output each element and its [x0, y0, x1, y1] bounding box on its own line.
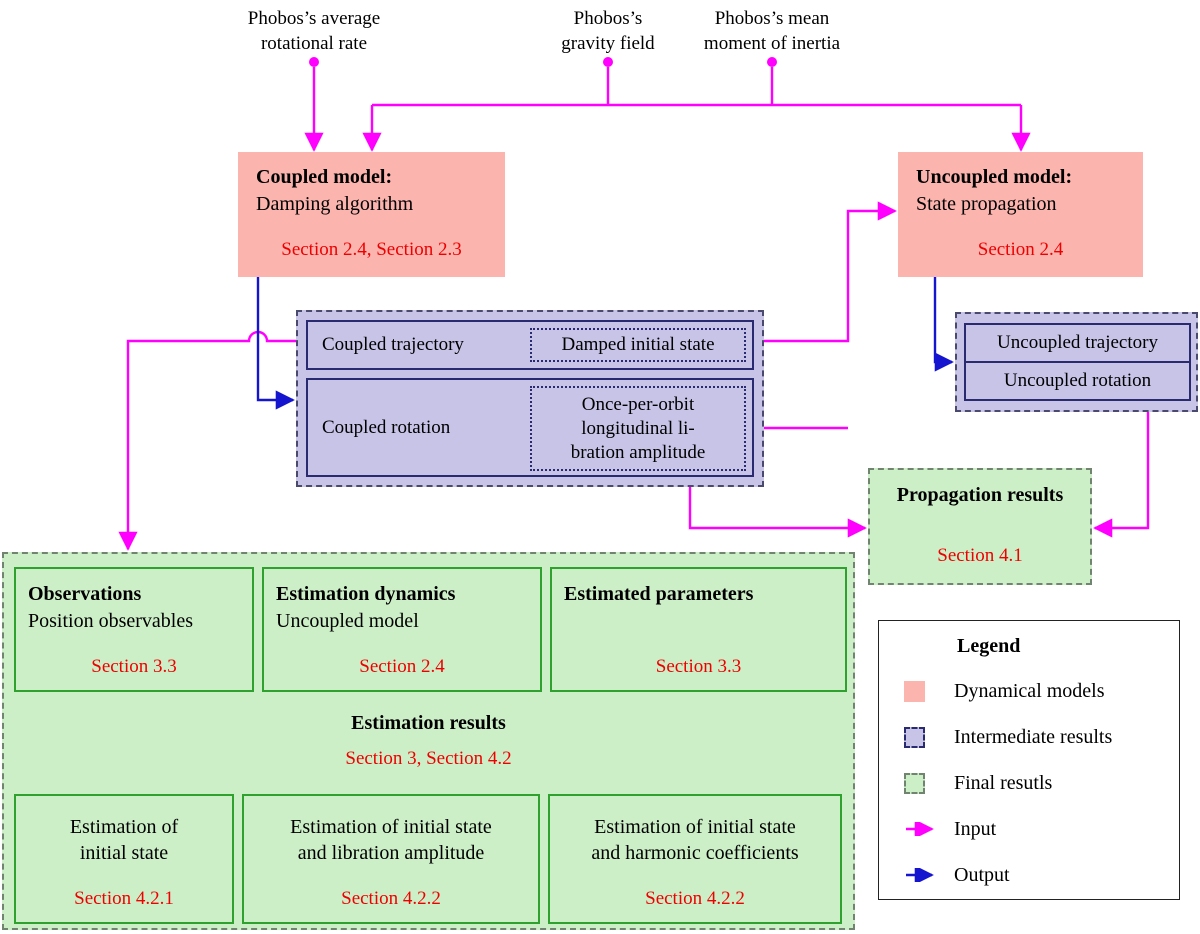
observations-title: Observations — [28, 583, 142, 605]
estimated-parameters-box: Estimated parameters Section 3.3 — [550, 567, 847, 692]
estimation-libration-section: Section 4.2.2 — [341, 888, 441, 909]
legend-item-intermediate-results: Intermediate results — [904, 725, 1112, 749]
coupled-trajectory-label: Coupled trajectory — [322, 334, 464, 355]
estimation-box: Observations Position observables Sectio… — [2, 552, 855, 930]
estimation-dynamics-box: Estimation dynamics Uncoupled model Sect… — [262, 567, 542, 692]
uncoupled-model-box: Uncoupled model: State propagation Secti… — [898, 152, 1143, 277]
output-arrow-icon — [906, 868, 934, 882]
input-dot-rotational-rate — [309, 57, 319, 67]
coupled-model-sections: Section 2.4, Section 2.3 — [281, 239, 462, 260]
legend-item-final-results: Final resutls — [904, 771, 1052, 795]
legend-label: Dynamical models — [954, 679, 1105, 702]
estimation-dynamics-title: Estimation dynamics — [276, 583, 456, 605]
propagation-results-section: Section 4.1 — [937, 545, 1023, 566]
coupled-model-box: Coupled model: Damping algorithm Section… — [238, 152, 505, 277]
legend-box: Legend Dynamical models Intermediate res… — [878, 620, 1180, 900]
label-gravity-field: Phobos’s gravity field — [561, 8, 655, 54]
estimation-harmonic-label: Estimation of initial state and harmonic… — [591, 816, 799, 864]
legend-label: Input — [954, 817, 997, 840]
legend-item-input: Input — [904, 817, 996, 841]
observations-section: Section 3.3 — [91, 656, 177, 677]
input-bus-line — [372, 67, 1021, 107]
damped-initial-state-box: Damped initial state — [530, 328, 746, 362]
observations-box: Observations Position observables Sectio… — [14, 567, 254, 692]
propagation-results-box: Propagation results Section 4.1 — [868, 468, 1092, 585]
estimation-initial-state-section: Section 4.2.1 — [74, 888, 174, 909]
estimation-harmonic-box: Estimation of initial state and harmonic… — [548, 794, 842, 924]
libration-amplitude-box: Once-per-orbit longitudinal li- bration … — [530, 386, 746, 471]
legend-label: Intermediate results — [954, 725, 1113, 748]
arrow-uncoupled-output — [933, 277, 954, 372]
label-rotational-rate: Phobos’s average rotational rate — [247, 8, 381, 54]
estimation-libration-box: Estimation of initial state and libratio… — [242, 794, 540, 924]
coupled-model-subtitle: Damping algorithm — [256, 193, 414, 215]
coupled-trajectory-box: Coupled trajectory Damped initial state — [306, 320, 754, 370]
legend-title: Legend — [957, 635, 1021, 657]
input-dot-gravity-field — [603, 57, 613, 67]
estimation-results-sections: Section 3, Section 4.2 — [345, 748, 512, 769]
estimation-initial-state-box: Estimation of initial state Section 4.2.… — [14, 794, 234, 924]
estimation-results-title: Estimation results — [351, 712, 506, 734]
uncoupled-rotation-label: Uncoupled rotation — [1003, 370, 1152, 391]
arrow-intermediate-to-propagation — [688, 487, 867, 538]
coupled-rotation-box: Coupled rotation Once-per-orbit longitud… — [306, 378, 754, 477]
label-moment-of-inertia: Phobos’s mean moment of inertia — [703, 8, 841, 54]
legend-label: Final resutls — [954, 771, 1053, 794]
arrow-uncoupled-results-to-propagation — [1093, 411, 1150, 538]
uncoupled-results-box: Uncoupled trajectory Uncoupled rotation — [955, 312, 1198, 412]
intermediate-results-box: Coupled trajectory Damped initial state … — [296, 310, 764, 487]
uncoupled-model-title: Uncoupled model: — [916, 166, 1073, 188]
libration-amplitude-label: Once-per-orbit longitudinal li- bration … — [570, 393, 706, 463]
estimation-dynamics-subtitle: Uncoupled model — [276, 610, 419, 632]
dynamical-models-swatch — [904, 680, 925, 702]
observations-subtitle: Position observables — [28, 610, 193, 632]
uncoupled-rotation-box: Uncoupled rotation — [964, 361, 1191, 401]
damped-initial-state-label: Damped initial state — [561, 334, 715, 355]
uncoupled-trajectory-label: Uncoupled trajectory — [997, 332, 1158, 353]
final-results-swatch — [904, 772, 925, 794]
legend-item-dynamical-models: Dynamical models — [904, 679, 1105, 703]
estimation-dynamics-section: Section 2.4 — [359, 656, 445, 677]
input-arrow-icon — [906, 822, 934, 836]
propagation-results-title: Propagation results — [896, 484, 1064, 506]
input-dot-moment-of-inertia — [767, 57, 777, 67]
estimation-initial-state-label: Estimation of initial state — [69, 816, 179, 864]
uncoupled-trajectory-box: Uncoupled trajectory — [964, 323, 1191, 363]
coupled-model-title: Coupled model: — [256, 166, 393, 188]
estimation-harmonic-section: Section 4.2.2 — [645, 888, 745, 909]
estimated-parameters-title: Estimated parameters — [564, 583, 754, 605]
arrow-damped-state-to-uncoupled-model — [764, 201, 897, 343]
intermediate-results-swatch — [904, 726, 925, 748]
arrow-coupled-output — [256, 277, 295, 410]
legend-label: Output — [954, 863, 1010, 886]
uncoupled-model-subtitle: State propagation — [916, 193, 1057, 215]
estimated-parameters-section: Section 3.3 — [655, 656, 742, 677]
uncoupled-model-section: Section 2.4 — [977, 239, 1064, 260]
legend-item-output: Output — [904, 863, 1010, 887]
estimation-libration-label: Estimation of initial state and libratio… — [290, 816, 492, 864]
coupled-rotation-label: Coupled rotation — [322, 416, 451, 438]
arrow-intermediate-to-estimation — [118, 330, 296, 551]
